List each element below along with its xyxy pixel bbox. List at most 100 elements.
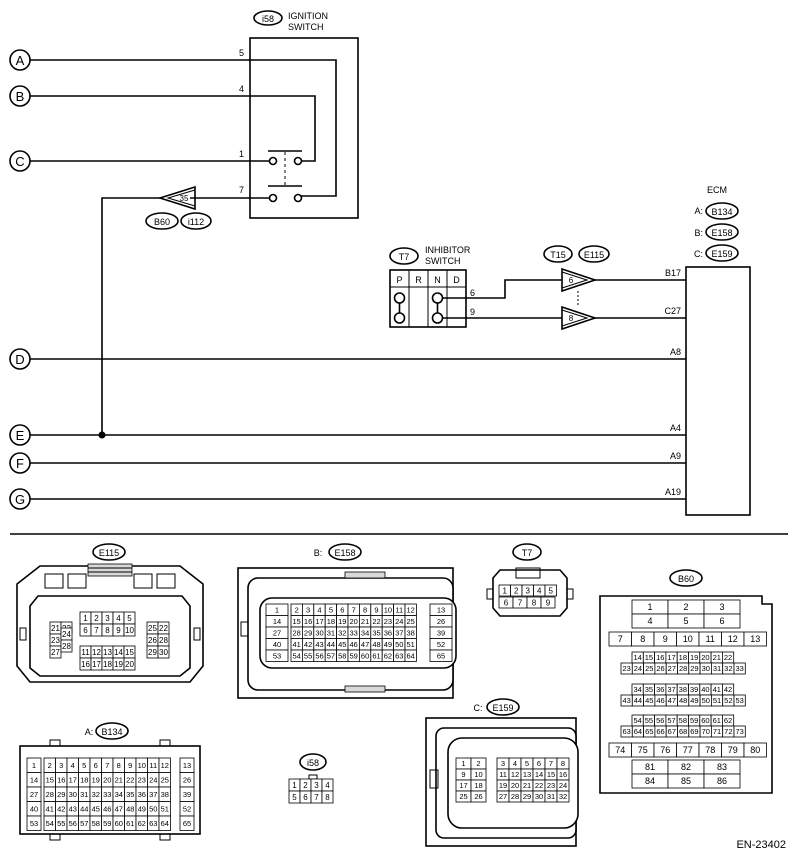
pin-number: 84 bbox=[645, 776, 655, 786]
pin-number: 24 bbox=[395, 617, 403, 626]
pin-number: 44 bbox=[634, 696, 642, 705]
pin-number: 62 bbox=[724, 716, 732, 725]
terminal-e: E bbox=[9, 424, 31, 446]
pin-number: 50 bbox=[395, 640, 403, 649]
pin-number: 38 bbox=[161, 790, 169, 799]
pin-number: 28 bbox=[62, 642, 71, 651]
pin-number: 48 bbox=[679, 696, 687, 705]
pin-number: 51 bbox=[161, 804, 169, 813]
pin-number: 85 bbox=[681, 776, 691, 786]
pin-number: 37 bbox=[149, 790, 157, 799]
pin-number: 32 bbox=[92, 790, 100, 799]
pin-number: 40 bbox=[273, 640, 281, 649]
pin-cell bbox=[26, 815, 42, 831]
svg-text:E158: E158 bbox=[334, 548, 355, 558]
pin-number: 12 bbox=[92, 648, 101, 657]
svg-text:R: R bbox=[415, 275, 422, 285]
pin-number: 10 bbox=[125, 626, 134, 635]
svg-text:B60: B60 bbox=[154, 217, 170, 227]
pin-number: 42 bbox=[304, 640, 312, 649]
pin-number: 14 bbox=[30, 775, 38, 784]
svg-text:i58: i58 bbox=[262, 14, 274, 24]
pin-number: 19 bbox=[338, 617, 346, 626]
svg-text:T7: T7 bbox=[399, 252, 410, 262]
pin-number: 7 bbox=[618, 634, 623, 644]
pin-number: 35 bbox=[645, 685, 653, 694]
pin-number: 61 bbox=[713, 716, 721, 725]
pin-number: 52 bbox=[724, 696, 732, 705]
pin-number: 26 bbox=[474, 792, 482, 801]
svg-text:A9: A9 bbox=[670, 451, 681, 461]
terminal-b: B bbox=[9, 85, 31, 107]
pin-cell bbox=[556, 790, 570, 803]
pin-number: 7 bbox=[314, 793, 319, 802]
pin-number: 43 bbox=[622, 696, 630, 705]
pin-number: 27 bbox=[273, 628, 281, 637]
pin-number: 64 bbox=[161, 819, 169, 828]
pin-number: 34 bbox=[115, 790, 123, 799]
pin-number: 61 bbox=[126, 819, 134, 828]
svg-text:C: C bbox=[15, 154, 24, 169]
pin-number: 49 bbox=[138, 804, 146, 813]
pin-number: 1 bbox=[275, 605, 279, 614]
pin-cell bbox=[60, 639, 73, 653]
pin-number: 32 bbox=[338, 628, 346, 637]
pin-number: 47 bbox=[361, 640, 369, 649]
pin-number: 19 bbox=[690, 653, 698, 662]
pin-number: 5 bbox=[683, 616, 688, 626]
pin-number: 14 bbox=[273, 617, 281, 626]
pin-number: 21 bbox=[523, 781, 531, 790]
pin-number: 8 bbox=[640, 634, 645, 644]
pin-number: 26 bbox=[183, 775, 191, 784]
svg-text:B: B bbox=[16, 89, 25, 104]
svg-text:B:: B: bbox=[694, 228, 703, 238]
pin-number: 14 bbox=[114, 648, 123, 657]
svg-text:E159: E159 bbox=[492, 703, 513, 713]
svg-text:E: E bbox=[16, 428, 25, 443]
pin-number: 24 bbox=[149, 775, 157, 784]
pin-number: 3 bbox=[314, 781, 319, 790]
svg-text:B134: B134 bbox=[101, 727, 122, 737]
pin-number: 58 bbox=[92, 819, 100, 828]
pin-number: 21 bbox=[51, 624, 60, 633]
pin-number: 2 bbox=[295, 605, 299, 614]
svg-text:G: G bbox=[15, 492, 25, 507]
pin-number: 9 bbox=[546, 598, 551, 607]
svg-text:A:: A: bbox=[85, 727, 94, 737]
pin-number: 77 bbox=[683, 745, 693, 755]
pin-number: 5 bbox=[127, 614, 132, 623]
pin-number: 14 bbox=[535, 770, 543, 779]
footer-code: EN-23402 bbox=[736, 839, 786, 851]
pin-number: 30 bbox=[535, 792, 543, 801]
pin-number: 13 bbox=[523, 770, 531, 779]
pin-number: 15 bbox=[293, 617, 301, 626]
pin-number: 58 bbox=[679, 716, 687, 725]
pin-number: 48 bbox=[126, 804, 134, 813]
pin-number: 14 bbox=[633, 653, 641, 662]
pin-cell bbox=[157, 645, 170, 659]
pin-number: 63 bbox=[622, 727, 630, 736]
pin-number: 15 bbox=[125, 648, 134, 657]
pin-number: 1 bbox=[83, 614, 88, 623]
pin-number: 64 bbox=[407, 651, 415, 660]
pin-cell bbox=[429, 649, 453, 662]
pin-number: 52 bbox=[437, 640, 445, 649]
pin-number: 17 bbox=[667, 653, 675, 662]
pin-number: 65 bbox=[437, 651, 445, 660]
pin-number: 41 bbox=[293, 640, 301, 649]
pin-number: 22 bbox=[535, 781, 543, 790]
pin-number: 18 bbox=[679, 653, 687, 662]
svg-text:N: N bbox=[434, 275, 441, 285]
pin-number: 6 bbox=[719, 616, 724, 626]
svg-text:i112: i112 bbox=[188, 217, 204, 227]
pin-number: 60 bbox=[115, 819, 123, 828]
inhibitor-switch: T7 INHIBITOR SWITCH P R N D 6 9 bbox=[389, 245, 562, 328]
pin-cell bbox=[179, 815, 195, 831]
pin-number: 1 bbox=[32, 761, 36, 770]
pin-cell bbox=[703, 773, 741, 789]
svg-text:9: 9 bbox=[470, 307, 475, 317]
pin-number: 24 bbox=[62, 630, 71, 639]
